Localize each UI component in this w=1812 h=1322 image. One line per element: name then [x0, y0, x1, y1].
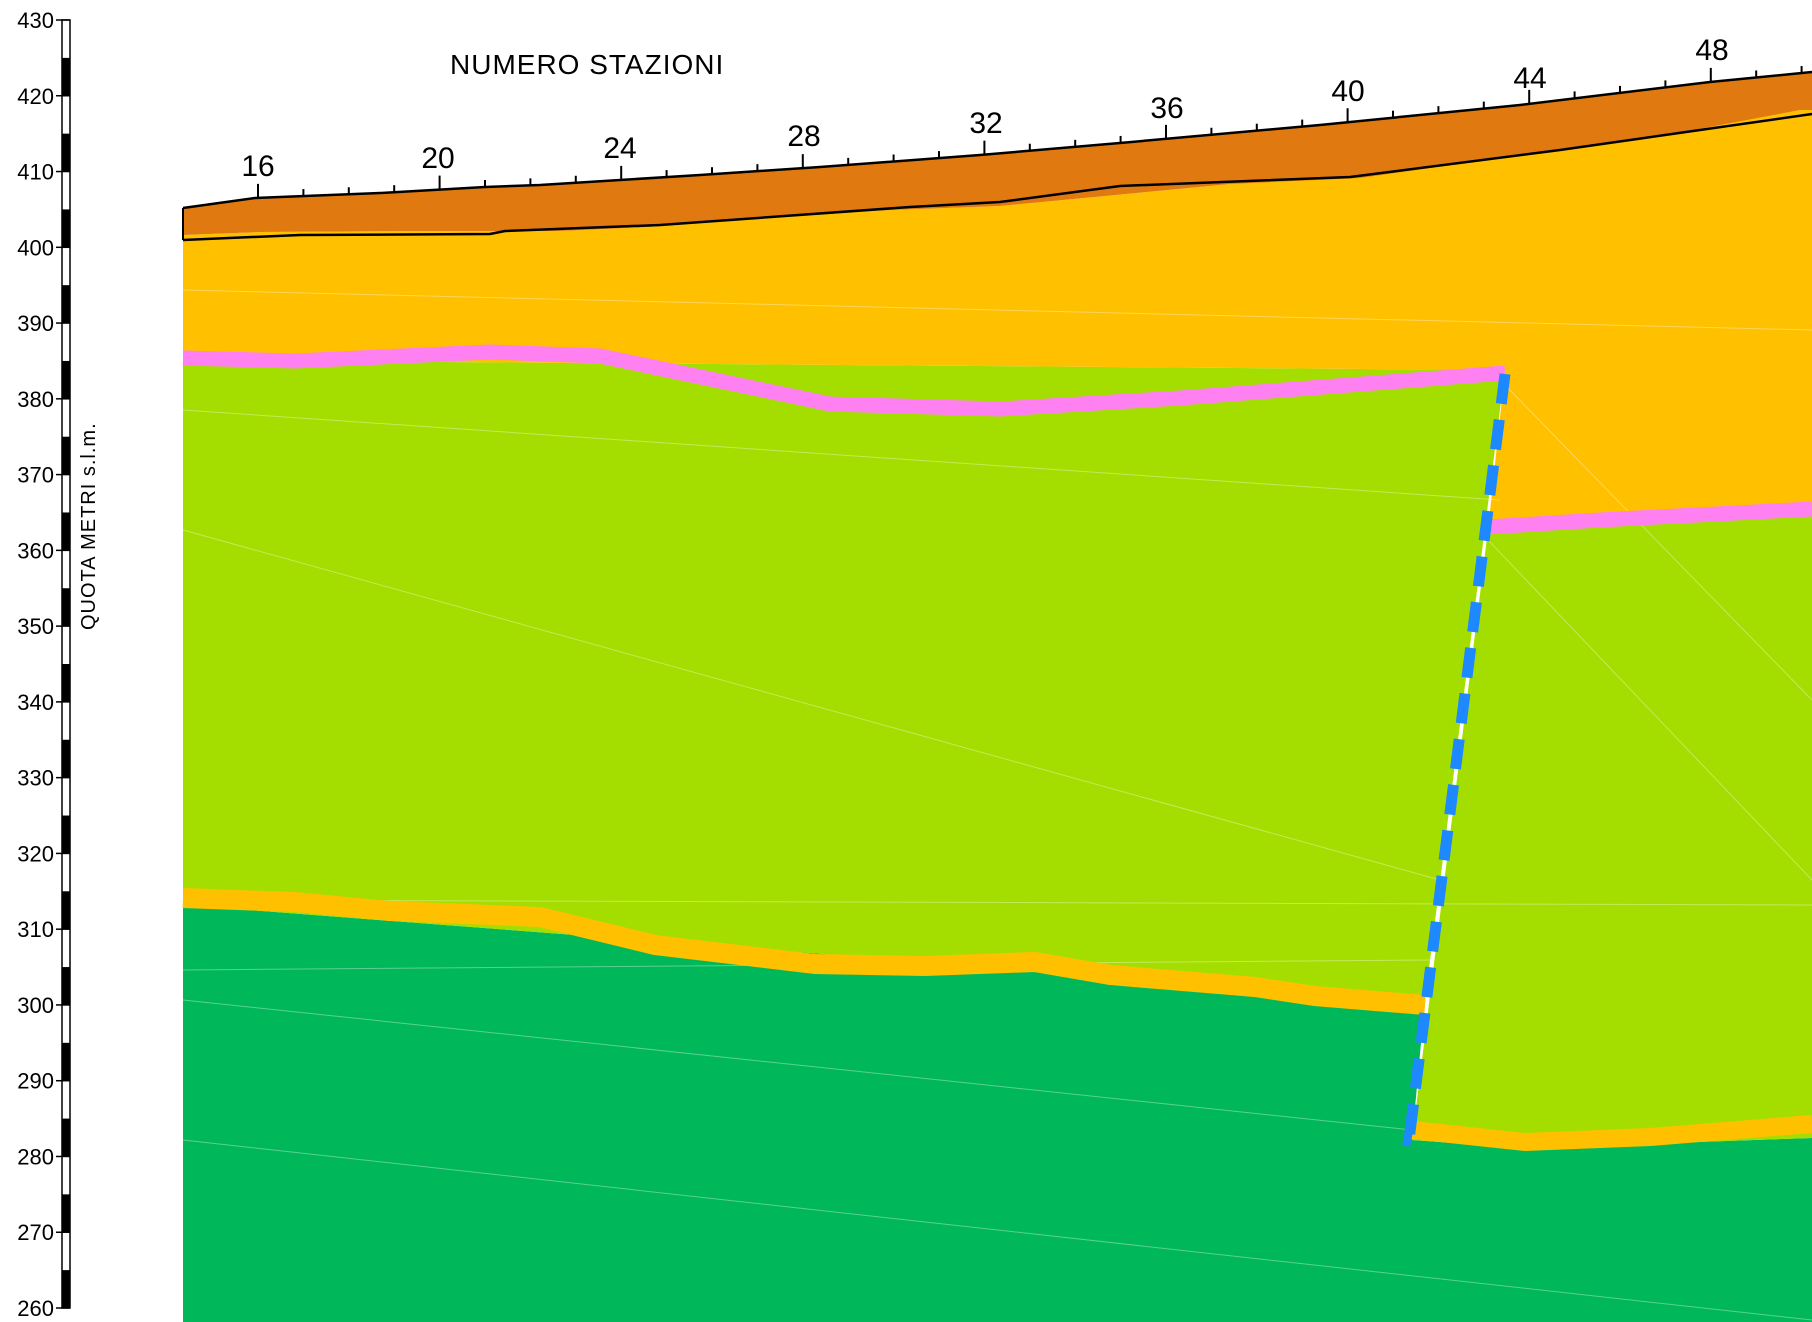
scale-bar-segment — [62, 664, 70, 702]
station-label: 16 — [241, 150, 274, 183]
scale-bar-segment — [62, 739, 70, 778]
scale-bar-segment — [62, 285, 70, 324]
station-label: 36 — [1150, 92, 1183, 125]
fault-line — [1402, 373, 1511, 1149]
elevation-scale — [56, 19, 71, 1309]
scale-bar-segment — [62, 57, 70, 96]
station-label: 24 — [603, 132, 636, 165]
scale-bar-segment — [62, 1042, 70, 1081]
scale-bar-segment — [62, 891, 70, 930]
topsoil-base-line — [182, 112, 1812, 242]
station-label: 44 — [1513, 62, 1546, 95]
upper-bedrock-layer — [183, 360, 1505, 1000]
pink-horizon-east — [1487, 501, 1812, 535]
elevation-label: 270 — [17, 1220, 54, 1245]
fault — [1402, 373, 1511, 1149]
x-axis-title: NUMERO STAZIONI — [450, 49, 724, 80]
elevation-label: 410 — [17, 160, 54, 185]
station-label: 20 — [421, 142, 454, 175]
scale-bar-segment — [62, 133, 70, 172]
orange-horizon-west — [182, 888, 1426, 1015]
y-axis-title: QUOTA METRI s.l.m. — [78, 422, 100, 630]
station-ticks — [257, 66, 1803, 198]
scale-bar-segment — [62, 1270, 70, 1308]
station-label: 40 — [1331, 75, 1364, 108]
elevation-label: 260 — [17, 1296, 54, 1321]
scale-bar-segment — [62, 209, 70, 248]
station-label: 48 — [1695, 34, 1728, 67]
elevation-label: 390 — [17, 311, 54, 336]
ground-surface-line — [182, 70, 1812, 210]
scale-bar-segment — [62, 815, 70, 854]
elevation-label: 400 — [17, 235, 54, 260]
elevation-label: 340 — [17, 690, 54, 715]
elevation-label: 350 — [17, 614, 54, 639]
elevation-label: 320 — [17, 841, 54, 866]
elevation-label: 360 — [17, 538, 54, 563]
elevation-label: 310 — [17, 917, 54, 942]
scale-bar-segment — [62, 360, 70, 399]
scale-bar-segment — [62, 1194, 70, 1233]
station-labels: 16 20 24 28 32 36 40 44 48 — [241, 34, 1728, 183]
station-label: 28 — [787, 120, 820, 153]
elevation-label: 280 — [17, 1144, 54, 1169]
pink-horizon-west — [182, 344, 1506, 417]
elevation-label: 420 — [17, 84, 54, 109]
scale-bar-segment — [62, 967, 70, 1005]
elevation-label: 300 — [17, 993, 54, 1018]
orange-horizon-east — [1411, 1115, 1812, 1152]
elevation-labels: 430 420 410 400 390 380 370 360 350 340 330 320 310 3… — [17, 8, 54, 1321]
station-label: 32 — [969, 107, 1002, 140]
elevation-label: 330 — [17, 766, 54, 791]
elevation-label: 370 — [17, 463, 54, 488]
elevation-label: 290 — [17, 1069, 54, 1094]
weathered-layer — [183, 110, 1812, 530]
scale-bar-segment — [62, 1118, 70, 1157]
scale-bar-segment — [62, 588, 70, 627]
elevation-label: 380 — [17, 387, 54, 412]
elevation-label: 430 — [17, 8, 54, 33]
fault-hook — [1402, 1111, 1417, 1147]
upper-bedrock-layer-east — [1412, 515, 1812, 1148]
scale-bar-segment — [62, 436, 70, 475]
scale-bar-segment — [62, 512, 70, 551]
